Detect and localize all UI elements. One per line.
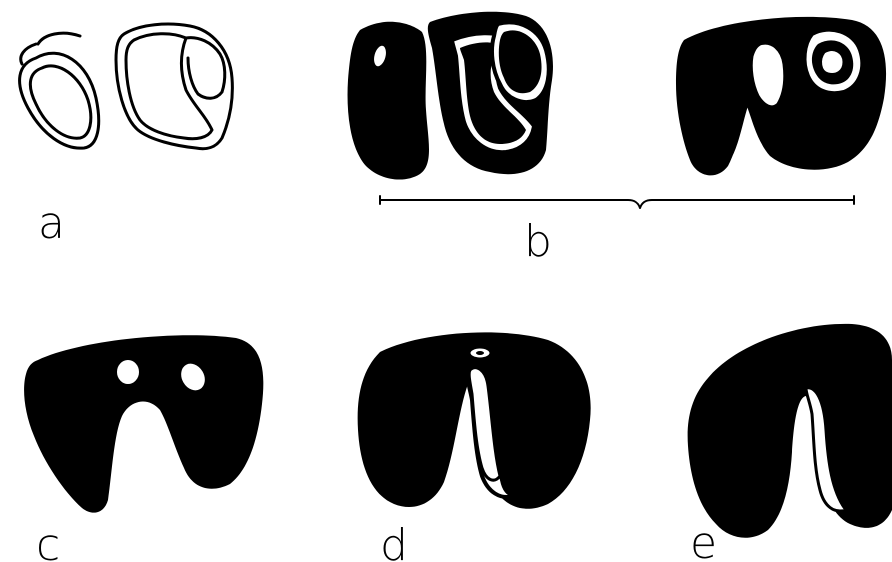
section-a [20, 24, 233, 149]
label-e: e [690, 518, 717, 562]
section-c [24, 335, 263, 512]
section-b [348, 12, 887, 208]
label-d: d [380, 520, 408, 562]
label-c: c [36, 520, 60, 562]
label-b: b [524, 216, 552, 267]
section-d [358, 332, 591, 508]
section-e [688, 324, 892, 538]
label-a: a [38, 198, 65, 249]
